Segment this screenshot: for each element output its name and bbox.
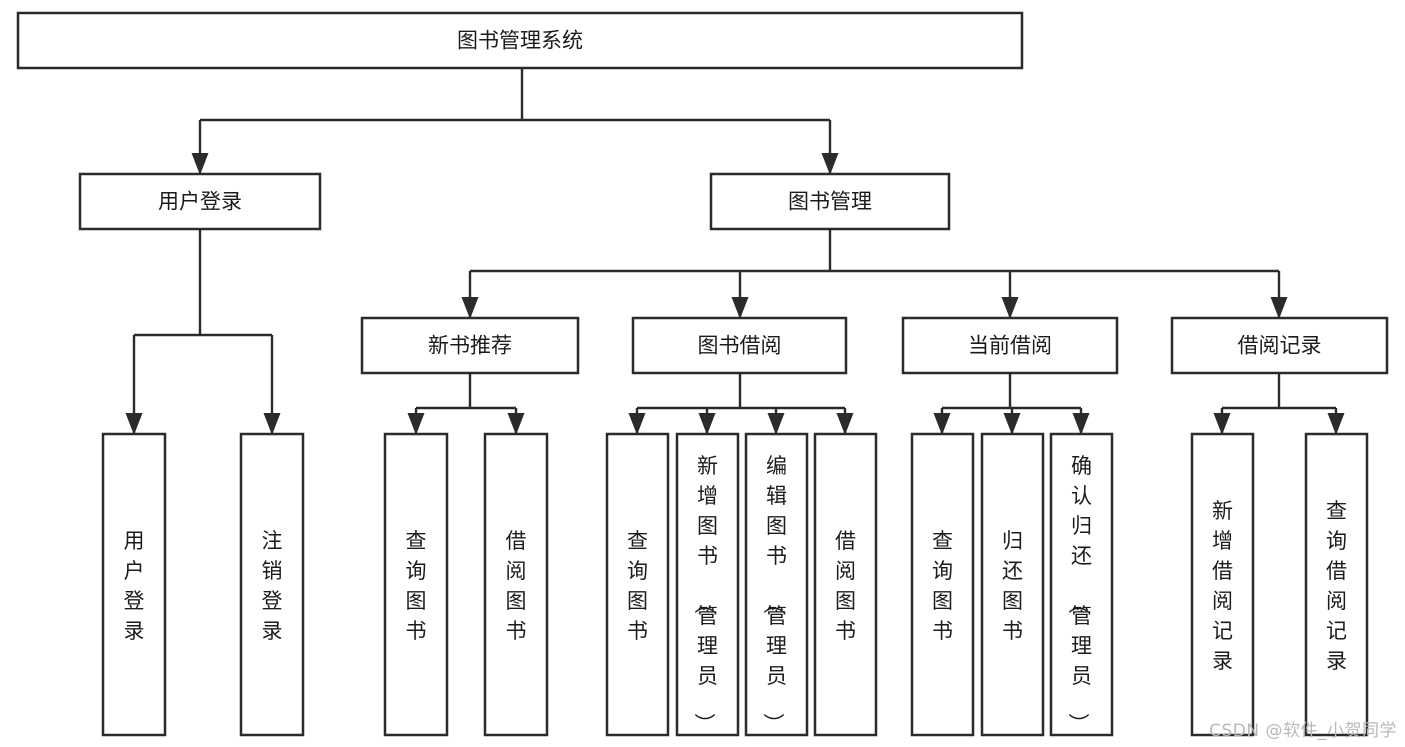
node-leaf-borrow-book[interactable]: 借阅图书	[813, 432, 878, 737]
node-label-leaf-borrow-book-recommend: 借阅图书	[506, 529, 527, 643]
connector-c-user-login-bus	[125, 229, 281, 435]
node-leaf-query-book-borrow[interactable]: 查询图书	[605, 432, 670, 737]
node-label-leaf-query-book-recommend: 查询图书	[406, 529, 427, 643]
node-box-user-login[interactable]	[78, 172, 322, 231]
node-layer: 图书管理系统用户登录图书管理新书推荐图书借阅当前借阅借阅记录用户登录注销登录查询…	[16, 11, 1389, 737]
node-box-book-borrow[interactable]	[631, 316, 848, 375]
node-label-leaf-confirm-return: 确认归还（管理员）	[1066, 454, 1092, 734]
node-box-leaf-query-book-borrow[interactable]	[605, 432, 670, 737]
node-leaf-add-book[interactable]: 新增图书（管理员）	[675, 432, 740, 737]
arrow-head-icon	[767, 413, 785, 435]
node-label-leaf-return-book: 归还图书	[1002, 529, 1023, 643]
csdn-watermark: CSDN @软件_小贺同学	[1209, 721, 1397, 741]
arrow-head-icon	[1270, 297, 1288, 319]
arrow-head-icon	[263, 413, 281, 435]
connector-c-book-mgmt-bus	[461, 229, 1288, 319]
arrow-head-icon	[1003, 413, 1021, 435]
arrow-head-icon	[731, 297, 749, 319]
node-book-borrow[interactable]: 图书借阅	[631, 316, 848, 375]
node-box-new-book-recommend[interactable]	[360, 316, 580, 375]
connector-c-borrow-bus	[628, 373, 854, 435]
arrow-head-icon	[1327, 413, 1345, 435]
connector-c-recommend-bus	[407, 373, 525, 435]
node-leaf-return-book[interactable]: 归还图书	[980, 432, 1045, 737]
arrow-head-icon	[628, 413, 646, 435]
arrow-head-icon	[933, 413, 951, 435]
arrow-head-icon	[836, 413, 854, 435]
node-leaf-add-borrow-record[interactable]: 新增借阅记录	[1190, 432, 1255, 737]
arrow-head-icon	[1001, 297, 1019, 319]
node-label-leaf-user-login: 用户登录	[124, 529, 145, 643]
arrow-head-icon	[1213, 413, 1231, 435]
arrow-head-icon	[461, 297, 479, 319]
node-label-leaf-edit-book: 编辑图书（管理员）	[761, 454, 787, 734]
node-box-leaf-confirm-return[interactable]	[1049, 432, 1114, 737]
connector-c-current-bus	[933, 373, 1090, 435]
connector-layer	[125, 68, 1345, 435]
node-label-leaf-logout: 注销登录	[262, 529, 283, 643]
connector-c-record-bus	[1213, 373, 1345, 435]
node-leaf-borrow-book-recommend[interactable]: 借阅图书	[483, 432, 549, 737]
node-label-leaf-add-borrow-record: 新增借阅记录	[1212, 499, 1233, 673]
node-box-leaf-query-borrow-record[interactable]	[1304, 432, 1369, 737]
arrow-head-icon	[507, 413, 525, 435]
node-box-leaf-user-login[interactable]	[101, 432, 167, 737]
arrow-head-icon	[698, 413, 716, 435]
node-box-leaf-return-book[interactable]	[980, 432, 1045, 737]
node-box-book-management[interactable]	[709, 172, 951, 231]
node-label-leaf-query-book-current: 查询图书	[932, 529, 953, 643]
node-book-management[interactable]: 图书管理	[709, 172, 951, 231]
node-box-leaf-query-book-current[interactable]	[910, 432, 975, 737]
arrow-head-icon	[407, 413, 425, 435]
node-label-book-borrow: 图书借阅	[698, 334, 782, 358]
node-leaf-query-borrow-record[interactable]: 查询借阅记录	[1304, 432, 1369, 737]
node-label-root: 图书管理系统	[457, 29, 583, 53]
arrow-head-icon	[1072, 413, 1090, 435]
node-box-leaf-logout[interactable]	[239, 432, 305, 737]
node-box-leaf-query-book-recommend[interactable]	[383, 432, 449, 737]
node-box-current-borrow[interactable]	[901, 316, 1119, 375]
node-label-current-borrow: 当前借阅	[968, 334, 1052, 358]
node-box-borrow-record[interactable]	[1170, 316, 1389, 375]
node-label-leaf-query-borrow-record: 查询借阅记录	[1326, 499, 1347, 673]
node-label-user-login: 用户登录	[158, 190, 242, 214]
node-current-borrow[interactable]: 当前借阅	[901, 316, 1119, 375]
node-box-leaf-borrow-book[interactable]	[813, 432, 878, 737]
node-box-leaf-edit-book[interactable]	[744, 432, 809, 737]
node-label-leaf-borrow-book: 借阅图书	[835, 529, 856, 643]
node-root[interactable]: 图书管理系统	[16, 11, 1024, 70]
node-user-login[interactable]: 用户登录	[78, 172, 322, 231]
node-borrow-record[interactable]: 借阅记录	[1170, 316, 1389, 375]
node-leaf-query-book-recommend[interactable]: 查询图书	[383, 432, 449, 737]
node-leaf-user-login[interactable]: 用户登录	[101, 432, 167, 737]
node-box-leaf-add-book[interactable]	[675, 432, 740, 737]
node-box-leaf-add-borrow-record[interactable]	[1190, 432, 1255, 737]
node-label-leaf-query-book-borrow: 查询图书	[627, 529, 648, 643]
node-new-book-recommend[interactable]: 新书推荐	[360, 316, 580, 375]
connector-c-root-bus	[191, 68, 839, 175]
arrow-head-icon	[821, 153, 839, 175]
node-box-root[interactable]	[16, 11, 1024, 70]
node-box-leaf-borrow-book-recommend[interactable]	[483, 432, 549, 737]
node-label-leaf-add-book: 新增图书（管理员）	[692, 454, 718, 734]
arrow-head-icon	[125, 413, 143, 435]
node-label-book-management: 图书管理	[788, 190, 872, 214]
node-label-borrow-record: 借阅记录	[1238, 334, 1322, 358]
arrow-head-icon	[191, 153, 209, 175]
node-leaf-logout[interactable]: 注销登录	[239, 432, 305, 737]
node-leaf-edit-book[interactable]: 编辑图书（管理员）	[744, 432, 809, 737]
node-leaf-confirm-return[interactable]: 确认归还（管理员）	[1049, 432, 1114, 737]
node-leaf-query-book-current[interactable]: 查询图书	[910, 432, 975, 737]
node-label-new-book-recommend: 新书推荐	[428, 334, 512, 358]
